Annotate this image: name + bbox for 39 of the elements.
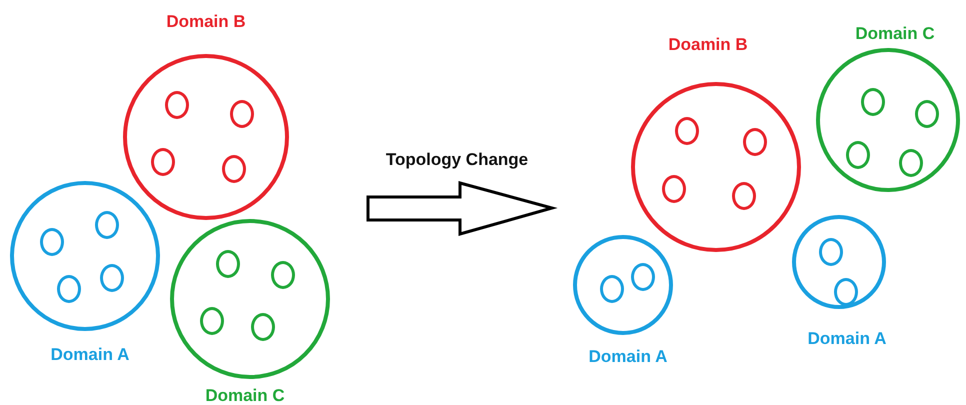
member-circle [271,261,295,289]
member-circle [230,100,254,128]
member-circle [100,264,124,292]
member-circle [662,175,686,203]
domain-label: Domain C [855,24,935,44]
member-circle [222,155,246,183]
transition-label: Topology Change [386,150,528,170]
domain-circle [631,82,801,252]
domain-circle [792,215,886,309]
member-circle [846,141,870,169]
member-circle [95,211,119,239]
member-circle [216,250,240,278]
member-circle [915,100,939,128]
member-circle [732,182,756,210]
domain-circle [170,219,330,379]
domain-circle [573,235,673,335]
domain-circle [10,181,160,331]
member-circle [40,228,64,256]
member-circle [631,263,655,291]
member-circle [251,313,275,341]
domain-label: Domain A [808,329,886,349]
domain-label: Domain A [50,345,130,365]
member-circle [743,128,767,156]
domain-label: Doamin B [668,35,748,55]
member-circle [834,278,858,306]
member-circle [861,88,885,116]
member-circle [200,307,224,335]
domain-label: Domain C [205,386,285,405]
member-circle [675,117,699,145]
member-circle [899,149,923,177]
member-circle [819,238,843,266]
domain-circle [123,54,289,220]
member-circle [57,275,81,303]
domain-label: Domain A [588,347,668,367]
domain-circle [816,48,960,192]
domain-label: Domain B [166,12,246,32]
member-circle [600,275,624,303]
member-circle [165,91,189,119]
member-circle [151,148,175,176]
